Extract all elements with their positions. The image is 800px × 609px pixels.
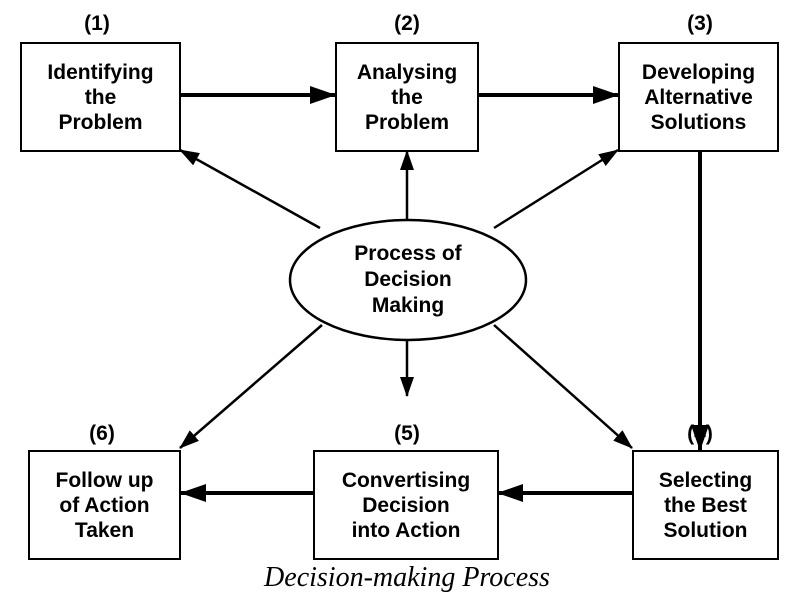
step-5-line: Decision — [362, 493, 450, 517]
arrow-center-to-3 — [493, 148, 619, 230]
step-4-line: the Best — [664, 493, 747, 517]
step-6-line: Follow up — [55, 468, 154, 492]
step-5-line: Convertising — [341, 468, 471, 492]
step-3-box: Developing Alternative Solutions — [618, 42, 779, 152]
step-1-line: Problem — [58, 110, 143, 134]
step-4-number: (4) — [687, 422, 713, 445]
step-6-line: of Action — [59, 493, 150, 517]
step-1-line: Identifying — [47, 60, 154, 84]
center-line: Process of — [354, 242, 462, 265]
step-4-box: Selecting the Best Solution — [632, 450, 779, 560]
step-2-line: Analysing — [356, 60, 458, 84]
step-3-line: Solutions — [650, 110, 747, 134]
step-1-box: Identifying the Problem — [20, 42, 181, 152]
step-2-line: the — [391, 85, 423, 109]
center-line: Decision — [364, 268, 452, 291]
arrow-center-to-1 — [179, 148, 321, 230]
step-6-number: (6) — [89, 422, 115, 445]
step-4-line: Selecting — [658, 468, 753, 492]
step-2-line: Problem — [364, 110, 450, 134]
step-4-line: Solution — [663, 518, 748, 542]
step-1-number: (1) — [84, 12, 110, 35]
center-ellipse — [288, 218, 528, 342]
step-5-box: Convertising Decision into Action — [313, 450, 499, 560]
arrow-center-to-4 — [493, 324, 633, 449]
step-3-line: Alternative — [644, 85, 753, 109]
step-2-box: Analysing the Problem — [335, 42, 479, 152]
arrow-center-to-6 — [179, 324, 323, 449]
step-6-line: Taken — [74, 518, 135, 542]
step-5-number: (5) — [394, 422, 420, 445]
step-6-box: Follow up of Action Taken — [28, 450, 181, 560]
step-3-number: (3) — [687, 12, 713, 35]
center-line: Making — [371, 294, 445, 317]
step-3-line: Developing — [641, 60, 756, 84]
step-2-number: (2) — [394, 12, 420, 35]
center-label: Process of Decision Making — [290, 220, 526, 340]
step-5-line: into Action — [351, 518, 461, 542]
diagram-caption: Decision-making Process — [264, 562, 550, 593]
step-1-line: the — [84, 85, 117, 109]
